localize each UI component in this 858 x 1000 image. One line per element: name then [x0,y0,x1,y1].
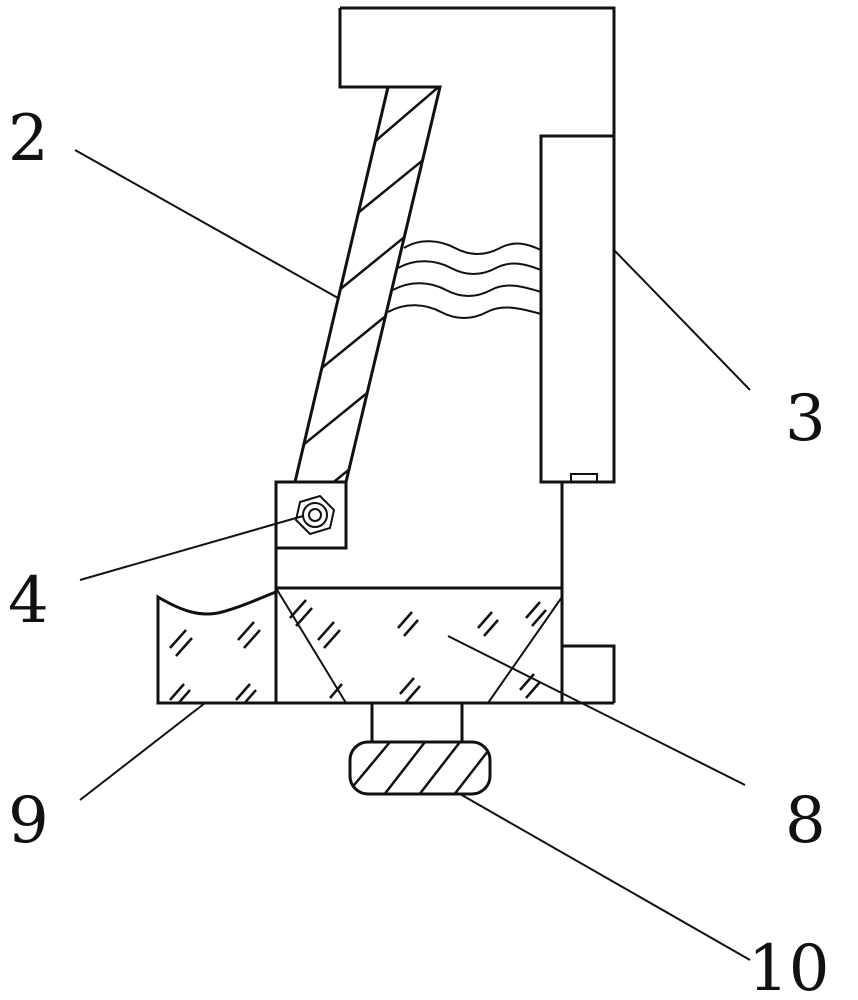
callout-9: 9 [8,784,49,858]
arm-part-2 [250,60,470,550]
right-lower-frame [562,482,614,703]
leader-line-10 [460,794,750,960]
pivot-part-4 [276,482,346,548]
housing-part-3 [541,136,614,482]
callout-4: 4 [8,564,49,638]
leader-line-2 [75,150,338,298]
callout-10: 10 [748,932,829,1000]
callout-3: 3 [785,382,826,456]
base-part-8 [276,588,614,703]
callout-2: 2 [8,102,49,176]
leader-line-9 [80,703,205,800]
wavy-wire [388,241,541,318]
leader-line-3 [614,250,750,390]
leader-line-4 [80,516,303,580]
callout-8: 8 [785,784,826,858]
leader-line-8 [448,636,745,785]
left-support-part-9 [158,592,276,706]
foot-part-10 [350,703,495,800]
